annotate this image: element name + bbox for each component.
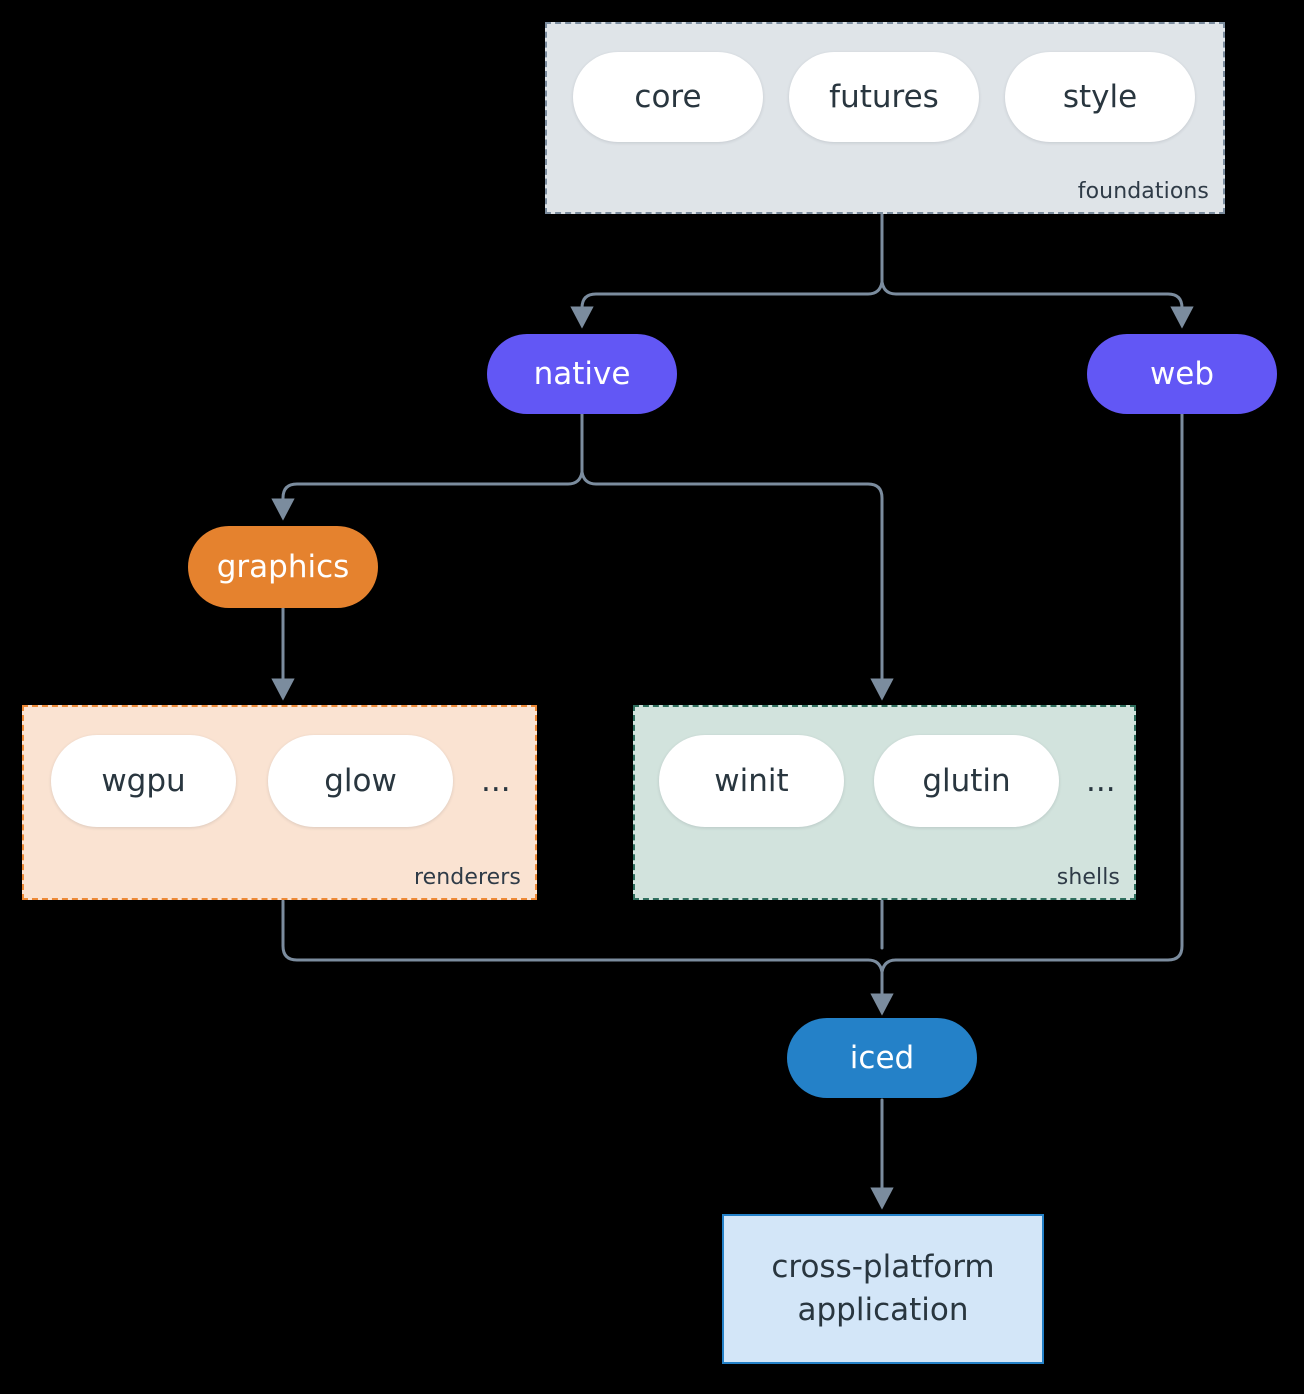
edge-merge-iced-right bbox=[880, 958, 898, 974]
leaf-style[interactable]: style bbox=[1005, 52, 1195, 142]
node-iced[interactable]: iced bbox=[787, 1018, 977, 1098]
edge-renderers-iced bbox=[281, 899, 870, 962]
node-cross-platform-application[interactable]: cross-platform application bbox=[722, 1214, 1044, 1364]
node-graphics[interactable]: graphics bbox=[188, 526, 378, 608]
application-line-1: cross-platform bbox=[771, 1249, 995, 1286]
node-native[interactable]: native bbox=[487, 334, 677, 414]
leaf-glutin[interactable]: glutin bbox=[874, 735, 1059, 827]
edge-foundations-web bbox=[880, 280, 1194, 329]
leaf-ellipsis-shells: ... bbox=[1086, 763, 1116, 799]
leaf-wgpu[interactable]: wgpu bbox=[51, 735, 236, 827]
leaf-ellipsis-renderers: ... bbox=[481, 763, 511, 799]
node-web[interactable]: web bbox=[1087, 334, 1277, 414]
edge-foundations-native bbox=[570, 280, 884, 329]
leaf-winit[interactable]: winit bbox=[659, 735, 844, 827]
cluster-label-foundations: foundations bbox=[1077, 179, 1209, 204]
edge-native-shells bbox=[580, 470, 894, 701]
application-line-2: application bbox=[797, 1292, 969, 1328]
leaf-futures[interactable]: futures bbox=[789, 52, 979, 142]
edge-merge-iced bbox=[866, 958, 894, 1016]
leaf-glow[interactable]: glow bbox=[268, 735, 453, 827]
edge-native-graphics bbox=[271, 470, 584, 521]
cluster-label-renderers: renderers bbox=[413, 865, 521, 890]
leaf-core[interactable]: core bbox=[573, 52, 763, 142]
cluster-label-shells: shells bbox=[1056, 865, 1120, 890]
